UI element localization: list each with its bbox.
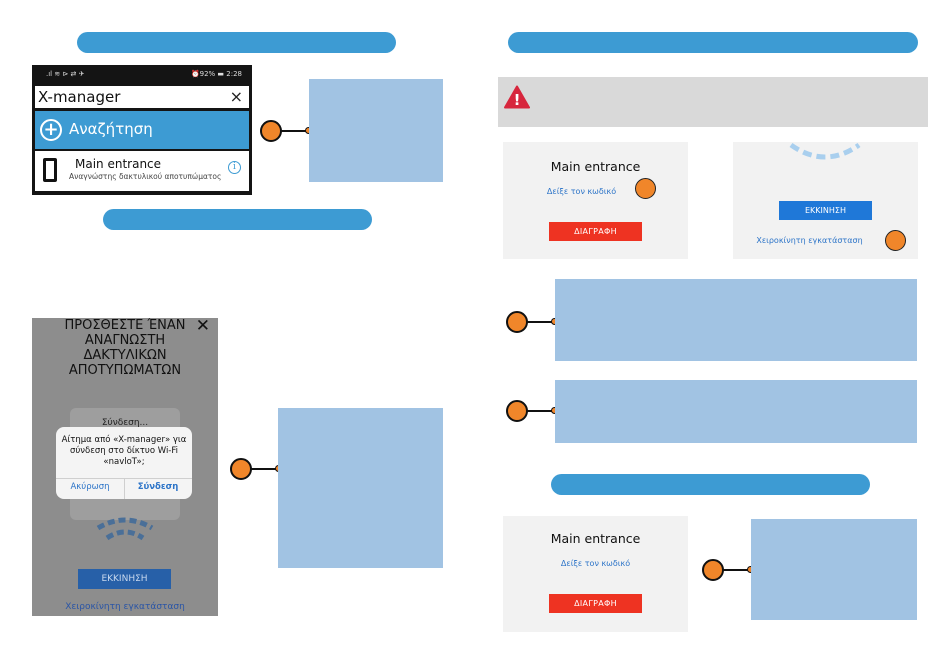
callout-marker <box>506 400 558 424</box>
show-code-link[interactable]: Δείξε τον κωδικό <box>560 559 631 568</box>
callout-box <box>555 380 917 443</box>
highlight-marker <box>885 230 906 251</box>
section-header-bar <box>103 209 372 230</box>
dialog-message: Αίτημα από «X-manager» για σύνδεση στο δ… <box>61 435 187 467</box>
highlight-marker <box>635 178 656 199</box>
delete-button[interactable]: ΔΙΑΓΡΑΦΗ <box>549 222 642 241</box>
connecting-label: Σύνδεση... <box>101 418 149 428</box>
callout-box <box>751 519 917 620</box>
callout-line <box>723 569 749 571</box>
status-icons-left: .ıl ≋ ⊳ ⇄ ✈ <box>46 70 85 78</box>
callout-dot <box>506 311 528 333</box>
search-button[interactable]: + Αναζήτηση <box>35 111 249 149</box>
device-panel: Main entrance Δείξε τον κωδικό ΔΙΑΓΡΑΦΗ <box>503 142 688 259</box>
dialog-divider <box>124 478 125 499</box>
phone-screenshot-add-reader: ΠΡΟΣΘΕΣΤΕ ΈΝΑΝ ΑΝΑΓΝΩΣΤΗ ΔΑΚΤΥΛΙΚΩΝ ΑΠΟΤ… <box>32 318 218 616</box>
start-button[interactable]: ΕΚΚΙΝΗΣΗ <box>78 569 171 589</box>
wifi-signal-icon <box>789 142 861 160</box>
delete-button[interactable]: ΔΙΑΓΡΑΦΗ <box>549 594 642 613</box>
callout-box <box>555 279 917 361</box>
callout-marker <box>230 458 282 482</box>
device-phone-icon <box>43 158 57 182</box>
callout-line <box>527 410 553 412</box>
status-bar: .ıl ≋ ⊳ ⇄ ✈ ⏰92% ▬ 2:28 <box>32 65 252 83</box>
callout-box <box>278 408 443 568</box>
manual-install-link[interactable]: Χειροκίνητη εγκατάσταση <box>65 602 185 612</box>
callout-dot <box>260 120 282 142</box>
phone-screenshot-search: .ıl ≋ ⊳ ⇄ ✈ ⏰92% ▬ 2:28 X-manager × + Αν… <box>32 65 252 195</box>
close-icon[interactable]: ✕ <box>195 318 210 336</box>
device-name: Main entrance <box>75 157 162 171</box>
wifi-signal-icon <box>96 517 154 541</box>
callout-line <box>527 321 553 323</box>
add-reader-title: ΠΡΟΣΘΕΣΤΕ ΈΝΑΝ ΑΝΑΓΝΩΣΤΗ ΔΑΚΤΥΛΙΚΩΝ ΑΠΟΤ… <box>64 318 186 378</box>
device-list-item[interactable]: Main entrance Αναγνώστης δακτυλικού αποτ… <box>35 151 249 191</box>
section-header-bar <box>77 32 396 53</box>
warning-icon: ! <box>504 85 530 109</box>
info-icon[interactable]: i <box>228 161 241 174</box>
cancel-button[interactable]: Ακύρωση <box>70 482 110 492</box>
warning-symbol: ! <box>514 91 521 109</box>
callout-dot <box>230 458 252 480</box>
warning-bar: ! <box>498 77 928 127</box>
search-button-label: Αναζήτηση <box>69 120 153 138</box>
callout-marker <box>260 120 312 144</box>
connect-button[interactable]: Σύνδεση <box>137 482 179 492</box>
callout-marker <box>506 311 558 335</box>
device-type: Αναγνώστης δακτυλικού αποτυπώματος <box>69 172 222 181</box>
start-button[interactable]: ΕΚΚΙΝΗΣΗ <box>779 201 872 220</box>
callout-line <box>281 130 307 132</box>
callout-line <box>251 468 277 470</box>
start-panel: ΕΚΚΙΝΗΣΗ Χειροκίνητη εγκατάσταση <box>733 142 918 259</box>
plus-circle-icon: + <box>40 119 62 141</box>
callout-dot <box>506 400 528 422</box>
callout-box <box>309 79 443 182</box>
device-panel: Main entrance Δείξε τον κωδικό ΔΙΑΓΡΑΦΗ <box>503 516 688 632</box>
device-name: Main entrance <box>550 531 641 546</box>
callout-marker <box>702 559 754 583</box>
callout-dot <box>702 559 724 581</box>
status-icons-right: ⏰92% ▬ 2:28 <box>190 70 242 78</box>
close-icon[interactable]: × <box>229 87 243 106</box>
search-input-value: X-manager <box>38 88 121 106</box>
manual-install-link[interactable]: Χειροκίνητη εγκατάσταση <box>756 236 863 245</box>
wifi-join-dialog: Αίτημα από «X-manager» για σύνδεση στο δ… <box>56 427 192 499</box>
section-header-bar <box>508 32 918 53</box>
section-header-bar <box>551 474 870 495</box>
search-input[interactable]: X-manager × <box>35 86 249 108</box>
show-code-link[interactable]: Δείξε τον κωδικό <box>546 187 617 196</box>
device-name: Main entrance <box>550 159 641 174</box>
